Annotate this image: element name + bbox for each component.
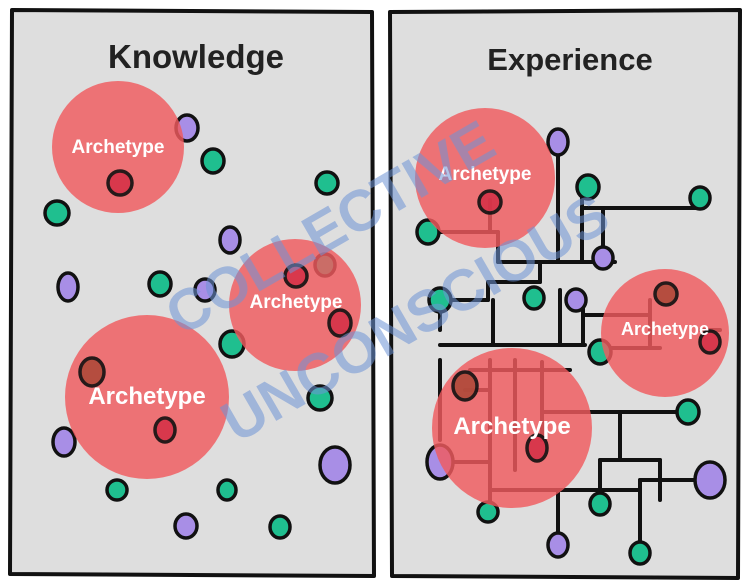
archetype-label: Archetype	[72, 137, 165, 158]
teal-node	[43, 199, 71, 227]
archetype-label: Archetype	[621, 319, 709, 339]
teal-node	[522, 285, 546, 311]
archetype-knowledge-2: Archetype	[229, 239, 361, 371]
purple-node	[546, 127, 570, 157]
purple-node	[193, 277, 217, 303]
teal-node	[314, 170, 340, 196]
experience-title: Experience	[487, 42, 652, 77]
archetype-knowledge-1: Archetype	[52, 81, 184, 213]
red-node	[477, 189, 503, 215]
archetype-experience-2: Archetype	[601, 269, 729, 397]
red-node	[698, 329, 722, 355]
experience-nodes	[415, 127, 727, 566]
teal-node	[628, 540, 652, 566]
teal-node	[306, 384, 334, 412]
teal-node	[588, 491, 612, 517]
red-node	[525, 433, 549, 463]
purple-node	[218, 225, 242, 255]
purple-node	[693, 460, 727, 500]
archetype-label: Archetype	[453, 413, 570, 440]
purple-node	[51, 426, 77, 458]
purple-node	[318, 445, 352, 485]
red-node	[327, 308, 353, 338]
purple-node	[173, 512, 199, 540]
teal-node	[216, 478, 238, 502]
red-node	[653, 281, 679, 307]
purple-node	[546, 531, 570, 559]
purple-node	[56, 271, 80, 303]
red-node	[106, 169, 134, 197]
archetype-experience-1: Archetype	[415, 108, 555, 248]
teal-node	[105, 478, 129, 502]
archetype-experience-3: Archetype	[432, 348, 592, 508]
purple-node	[591, 245, 615, 271]
red-node	[78, 356, 106, 388]
knowledge-title: Knowledge	[108, 38, 284, 75]
red-node	[451, 370, 479, 402]
red-node	[153, 416, 177, 444]
red-node	[283, 263, 309, 289]
teal-node	[147, 270, 173, 298]
teal-node	[575, 173, 601, 201]
archetype-circles: Archetype Archetype Archetype Archetype …	[52, 81, 729, 508]
archetype-label: Archetype	[250, 292, 343, 313]
archetype-label: Archetype	[439, 164, 532, 185]
teal-node	[268, 514, 292, 540]
purple-node	[564, 287, 588, 313]
teal-node	[427, 286, 453, 314]
teal-node	[675, 398, 701, 426]
teal-node	[415, 218, 441, 246]
archetype-knowledge-3: Archetype	[65, 315, 229, 479]
teal-node	[688, 185, 712, 211]
teal-node	[200, 147, 226, 175]
archetype-label: Archetype	[88, 383, 205, 410]
